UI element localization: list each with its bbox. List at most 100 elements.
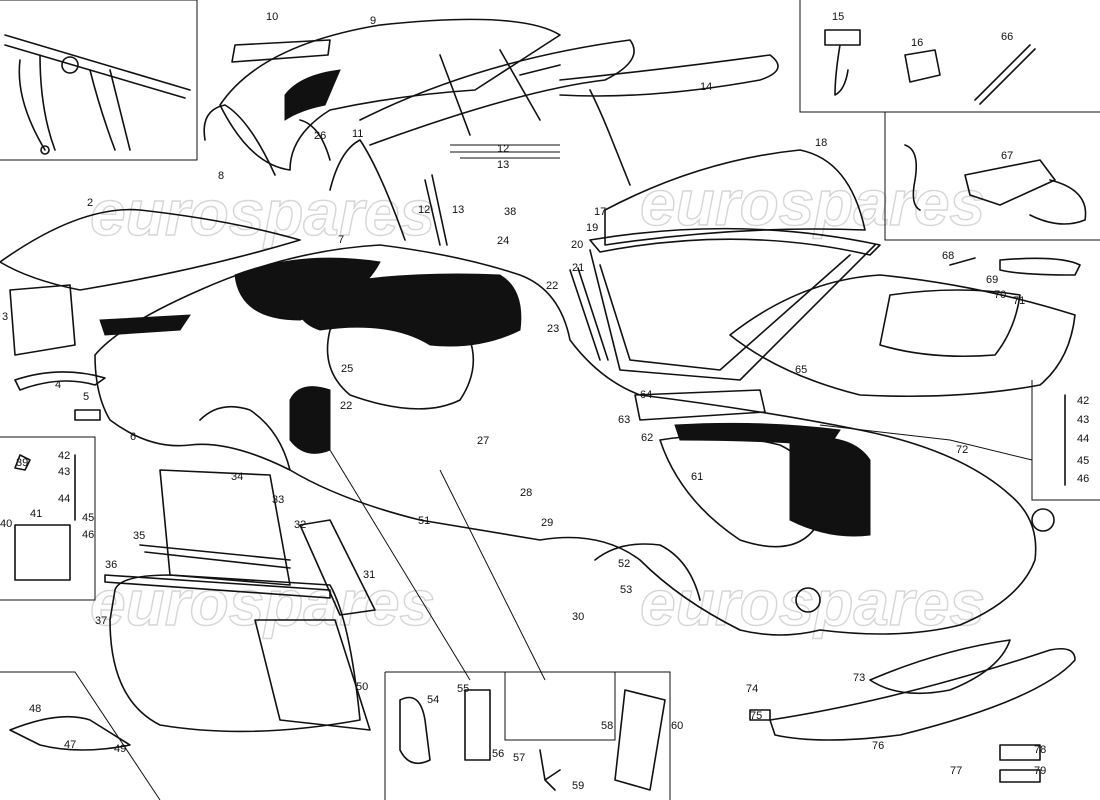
windshield-post (569, 267, 609, 361)
callout-24: 24 (497, 235, 509, 247)
callout-6: 6 (130, 431, 136, 443)
engine-bay-well (789, 437, 871, 537)
callout-64: 64 (640, 389, 652, 401)
callout-30: 30 (572, 611, 584, 623)
callout-21: 21 (572, 262, 584, 274)
hood-frame-arm (329, 139, 406, 241)
callout-51: 51 (418, 515, 430, 527)
callout-39: 39 (16, 457, 28, 469)
headlight (1031, 508, 1055, 532)
windshield (569, 149, 881, 381)
door-strip (139, 544, 291, 569)
seat-rail (4, 34, 191, 99)
callout-32: 32 (294, 519, 306, 531)
hood-frame (329, 39, 779, 246)
seat-leg (89, 69, 131, 151)
callout-59: 59 (572, 780, 584, 792)
callout-22: 22 (546, 280, 558, 292)
weatherstrip (299, 119, 331, 161)
callout-15: 15 (832, 11, 844, 23)
engine-bay-rim (659, 435, 823, 548)
callout-8: 8 (218, 170, 224, 182)
callout-29: 29 (541, 517, 553, 529)
bumper-bracket (749, 709, 771, 721)
front-bumper (749, 639, 1076, 783)
callout-25: 25 (341, 363, 353, 375)
badge (949, 257, 976, 266)
callout-44: 44 (58, 493, 70, 505)
callout-19: 19 (586, 222, 598, 234)
soft-top-window (284, 69, 341, 121)
callout-14: 14 (700, 81, 712, 93)
callout-65: 65 (795, 364, 807, 376)
callout-75: 75 (750, 710, 762, 722)
callout-74: 74 (746, 683, 758, 695)
leader-lines (329, 424, 1033, 681)
callout-2: 2 (87, 197, 93, 209)
callout-77: 77 (950, 765, 962, 777)
callout-34: 34 (231, 471, 243, 483)
callout-69: 69 (986, 274, 998, 286)
callout-63: 63 (618, 414, 630, 426)
door-pillar (289, 386, 331, 454)
latch-set (824, 29, 1087, 225)
callout-13: 13 (497, 159, 509, 171)
bonnet-scoop (879, 289, 1021, 358)
rear-window-strip (231, 39, 331, 63)
callout-58: 58 (601, 720, 613, 732)
vent-window (299, 519, 376, 616)
number-plate-light (999, 744, 1041, 783)
soft-top (203, 18, 561, 176)
bumper-bar (769, 647, 1076, 741)
seat-leg (18, 54, 56, 151)
callout-60: 60 (671, 720, 683, 732)
callout-labels: 2 3 4 5 6 7 8 9 10 11 12 13 12 13 14 15 … (0, 11, 1089, 792)
callout-42: 42 (58, 450, 70, 462)
door-glass (159, 469, 291, 586)
grille (869, 639, 1011, 695)
trunk-well (99, 314, 191, 336)
lock-body (964, 159, 1056, 206)
door-opening (326, 297, 475, 410)
callout-71: 71 (1013, 295, 1025, 307)
callout-50: 50 (356, 681, 368, 693)
callout-12: 12 (418, 204, 430, 216)
latch-plate (904, 49, 941, 83)
seat-pivot (40, 145, 50, 155)
callout-76: 76 (872, 740, 884, 752)
callout-43: 43 (58, 466, 70, 478)
bumper-strip (14, 371, 106, 391)
watermark-text: eurospares (640, 567, 985, 639)
callout-78: 78 (1034, 744, 1046, 756)
inset-frame-latches (799, 0, 1100, 113)
callout-49: 49 (114, 743, 126, 755)
inset-frame-door-lock (385, 671, 671, 800)
sill-strip (104, 574, 331, 599)
door-handle (9, 715, 131, 751)
callout-70: 70 (994, 289, 1006, 301)
callout-12: 12 (497, 143, 509, 155)
callout-7: 7 (338, 234, 344, 246)
callout-42: 42 (1077, 395, 1089, 407)
callout-72: 72 (956, 444, 968, 456)
callout-79: 79 (1034, 765, 1046, 777)
seat-frame-mechanism (4, 34, 191, 155)
callout-23: 23 (547, 323, 559, 335)
leader-line (329, 424, 1033, 681)
hood-frame-arm (589, 89, 631, 186)
callout-3: 3 (2, 311, 8, 323)
rear-panel (9, 284, 76, 356)
bonnet-panel (729, 274, 1076, 398)
seal-strip (424, 174, 448, 246)
lock-lever (904, 144, 921, 211)
callout-47: 47 (64, 739, 76, 751)
latch-rod (974, 44, 1036, 105)
callout-40: 40 (0, 518, 12, 530)
door (9, 469, 376, 751)
watermark-text: eurospares (90, 177, 435, 249)
inset-frame-fasteners (1031, 380, 1100, 501)
inset-frame-seat-mechanism (0, 0, 198, 161)
callout-16: 16 (911, 37, 923, 49)
callout-17: 17 (594, 206, 606, 218)
door-lock-part (464, 689, 491, 761)
